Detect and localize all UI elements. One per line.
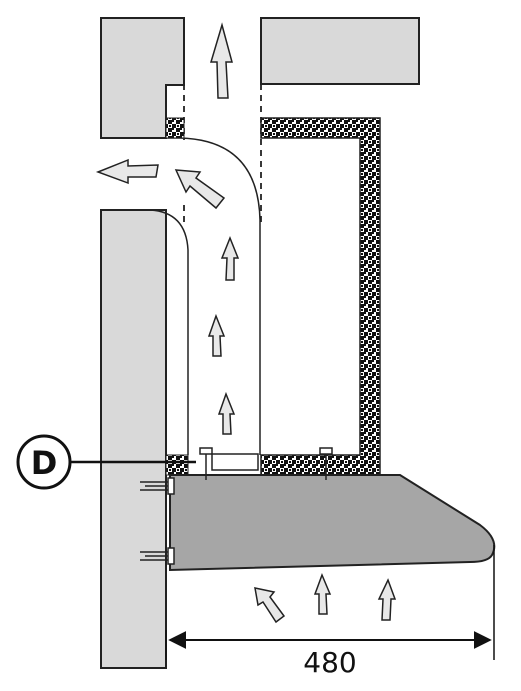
duct-channel (101, 137, 261, 455)
dimension-label: 480 (303, 646, 356, 679)
range-hood-body (169, 474, 496, 572)
left-insulation-strip (165, 117, 185, 139)
screw-icon (199, 447, 333, 480)
callout-d-label: D (31, 444, 58, 482)
dimension-arrow-icon (165, 545, 495, 660)
lower-left-wall (100, 209, 167, 669)
wall-plug-icon (140, 477, 175, 565)
upper-right-wall (260, 17, 420, 85)
airflow-arrow-icon (95, 22, 397, 624)
callout-d: D (16, 434, 196, 490)
